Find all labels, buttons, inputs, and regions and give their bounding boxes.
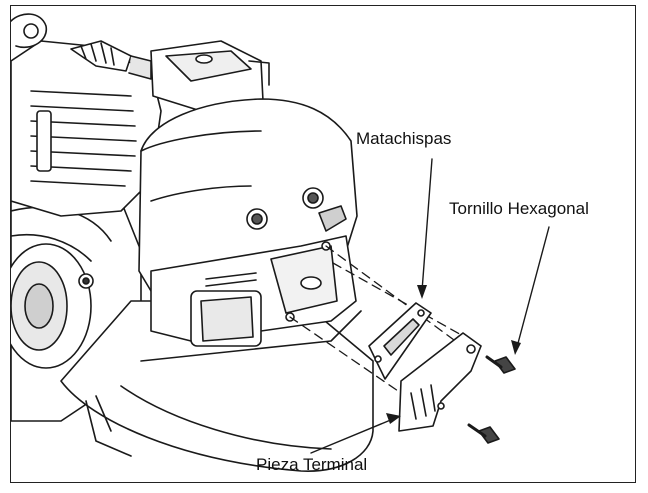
hex-screw-upper: [485, 355, 516, 374]
lower-housing: [60, 300, 374, 472]
figure-frame: [10, 5, 636, 483]
cylinder-head: [11, 13, 162, 217]
muffler-shroud: [138, 98, 358, 292]
spark-arrester-part: [368, 302, 432, 380]
hex-screw-lower: [467, 423, 500, 444]
terminal-piece-part: [398, 332, 482, 432]
alignment-lines: [289, 245, 482, 394]
engine-illustration: [11, 13, 550, 472]
terminal-piece-label: Pieza Terminal: [256, 455, 368, 474]
hex-screw-label: Tornillo Hexagonal: [449, 199, 589, 218]
spark-plug: [70, 40, 152, 80]
engine-block: [11, 179, 142, 422]
arrow-hex-screw: [516, 226, 550, 348]
spark-arrester-label: Matachispas: [356, 129, 452, 148]
muffler-body: [150, 235, 357, 347]
callout-arrows: [310, 158, 550, 454]
arrow-terminal-piece: [310, 418, 394, 454]
arrow-spark-arrester: [421, 158, 433, 292]
